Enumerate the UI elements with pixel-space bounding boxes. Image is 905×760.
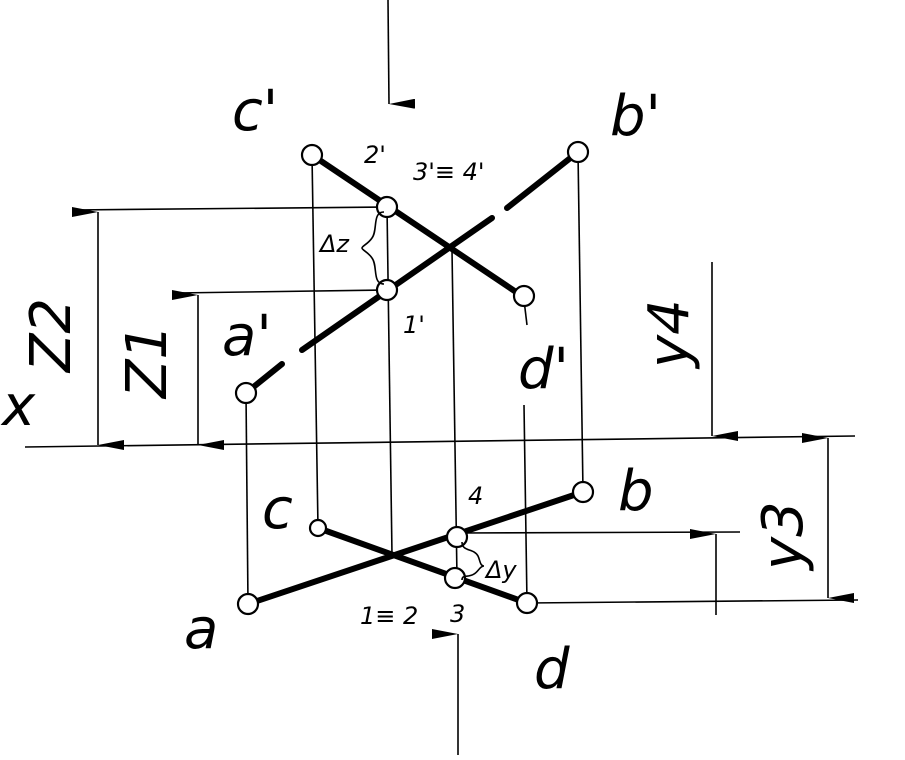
link-d-lower [523,404,528,604]
label-y3: y3 [751,501,816,572]
segment-c-d-prime [309,152,525,299]
segment-a-b-prime-upper [504,149,581,211]
ext-y3 [526,599,859,604]
label-c: c [262,477,293,542]
brace-delta-y [461,541,485,581]
point-b-prime [566,140,590,164]
segment-a-b-prime-mid [299,215,495,353]
point-2-prime [375,195,399,219]
label-y4: y4 [637,299,702,370]
ext-z2 [71,206,388,211]
segment-a-b [245,489,586,607]
point-d-prime [512,284,536,308]
label-a-prime: a' [222,304,272,369]
label-d: d [534,637,570,702]
x-axis-line [24,435,856,448]
label-b: b [618,459,654,524]
label-d-prime: d' [518,337,569,402]
link-1-2 [386,206,393,556]
point-d [515,591,539,615]
label-3: 3 [450,600,465,628]
label-1-2: 1≡ 2 [360,602,418,630]
segment-c-d [315,525,530,606]
link-b [577,151,584,493]
label-b-prime: b' [610,84,661,149]
point-1-prime [375,278,399,302]
point-3 [443,566,467,590]
link-3-4 [451,249,458,579]
point-b [571,480,595,504]
brace-delta-z [361,211,385,285]
point-c [308,518,328,538]
view-arrow-top [387,0,416,109]
label-z2: Z2 [19,298,84,374]
label-z1: Z1 [115,324,180,400]
point-a-prime [234,381,258,405]
label-2-prime: 2' [364,141,386,169]
label-3-4-prime: 3'≡ 4' [413,158,484,186]
point-a [236,592,260,616]
link-a [245,392,249,605]
point-4 [445,525,469,549]
label-delta-y: Δy [484,556,517,584]
label-a: a [184,597,218,662]
label-1-prime: 1' [403,311,425,339]
ext-y4 [456,531,741,534]
label-4: 4 [468,482,483,510]
label-x-axis: x [0,374,36,439]
label-c-prime: c' [232,79,278,144]
label-delta-z: Δz [318,230,350,258]
point-c-prime [300,143,324,167]
ext-z1 [174,289,388,294]
